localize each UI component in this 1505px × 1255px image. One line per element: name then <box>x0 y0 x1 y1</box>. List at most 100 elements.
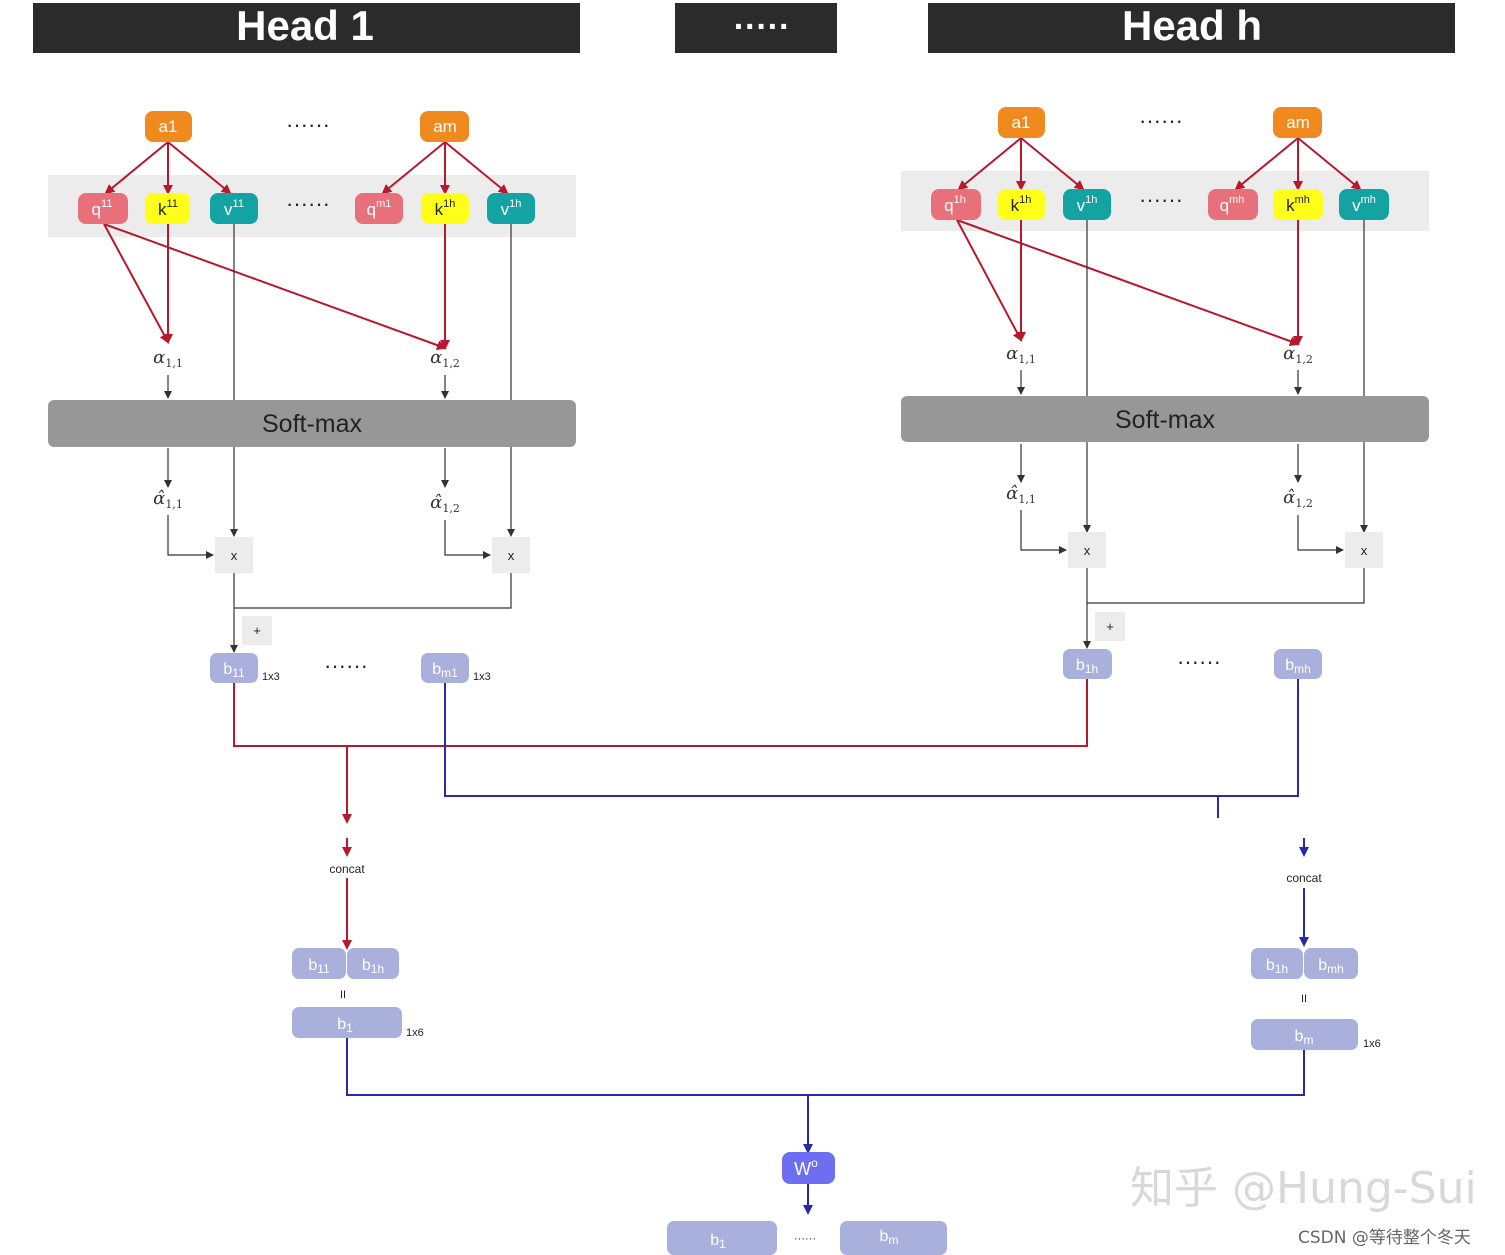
node-v1h-h-sup: 1h <box>1085 194 1097 206</box>
concat-left-result-b1: b1 <box>292 1007 402 1038</box>
node-b11-base: b <box>223 661 232 678</box>
node-q1h: q1h <box>931 189 981 220</box>
svg-text:qmh: qmh <box>1220 194 1245 215</box>
head-h-panel: a1 ······ am q1h k1h v1h ······ qmh kmh <box>901 107 1429 679</box>
svg-text:bmh: bmh <box>1318 957 1344 976</box>
alpha-1-2-sub: 1,2 <box>442 357 460 370</box>
multiply-box-2: x <box>492 537 530 573</box>
node-v11: v11 <box>210 193 258 224</box>
alpha-hat-1-2-h-sym: α̂ <box>1283 487 1295 508</box>
node-wo: Wo <box>782 1152 835 1184</box>
svg-text:b1: b1 <box>337 1016 353 1035</box>
node-wo-base: W <box>794 1159 811 1179</box>
concat-right-result-sub: m <box>1303 1033 1313 1047</box>
node-q11-sup: 11 <box>101 198 112 210</box>
node-k1h-h-sup: 1h <box>1019 194 1031 206</box>
node-a1-label: a1 <box>159 117 178 136</box>
output-b1-base: b <box>710 1232 719 1249</box>
node-bmh: bmh <box>1274 649 1322 679</box>
a-dots-h: ······ <box>1139 108 1183 133</box>
watermark-zhihu: 知乎 @Hung-Sui <box>1130 1163 1477 1214</box>
concat-right-pair-b1h-sub: 1h <box>1275 962 1288 976</box>
node-qm1: qm1 <box>355 193 403 224</box>
alpha-1-1-h-sub: 1,1 <box>1018 353 1036 366</box>
output-bm-sub: m <box>888 1233 898 1247</box>
svg-text:qm1: qm1 <box>367 198 392 219</box>
concat-left-equals: II <box>340 989 346 1001</box>
node-v1h-h-base: v <box>1077 196 1086 215</box>
softmax-block: Soft-max <box>48 400 576 447</box>
node-v11-base: v <box>224 200 233 219</box>
plus-box-h-label: + <box>1106 619 1114 634</box>
header-head-1: Head 1 <box>33 2 580 53</box>
node-b11: b11 <box>210 653 258 683</box>
concat-right: concat b1h bmh II bm 1x6 <box>1251 871 1381 1050</box>
node-v1h: v1h <box>487 193 535 224</box>
node-k1h-sup: 1h <box>443 198 455 210</box>
head-1-flow-lines <box>164 224 515 653</box>
svg-text:vmh: vmh <box>1352 194 1376 215</box>
alpha-1-2-sym: α <box>430 347 442 368</box>
multiply-box-2-label: x <box>508 548 515 563</box>
svg-text:b11: b11 <box>308 957 330 976</box>
softmax-label: Soft-max <box>262 410 363 438</box>
svg-text:Wo: Wo <box>794 1156 818 1179</box>
a-to-qkv-arrows-h <box>956 137 1362 346</box>
node-b11-sub: 11 <box>232 666 245 680</box>
alpha-hat-1-1-sym: α̂ <box>153 488 165 509</box>
alpha-1-1-h-sym: α <box>1006 343 1018 364</box>
svg-text:k1h: k1h <box>435 198 456 219</box>
alpha-hat-1-2: α̂1,2 <box>430 492 460 515</box>
node-wo-sup: o <box>811 1156 818 1170</box>
concat-right-pair-b1h-base: b <box>1266 957 1275 974</box>
svg-text:bmh: bmh <box>1285 657 1311 676</box>
plus-box: + <box>242 616 272 645</box>
concat-right-dim: 1x6 <box>1363 1038 1381 1050</box>
node-bm1: bm1 <box>421 653 469 683</box>
node-kmh-base: k <box>1286 196 1295 215</box>
node-b1h: b1h <box>1063 649 1112 679</box>
alpha-1-2-h-sym: α <box>1283 343 1295 364</box>
alpha-1-1-h: α1,1 <box>1006 343 1036 366</box>
node-b1h-base: b <box>1076 657 1085 674</box>
node-k11-sup: 11 <box>167 198 178 210</box>
concat-left-label: concat <box>329 862 365 876</box>
node-am-h-label: am <box>1286 113 1310 132</box>
concat-right-equals: II <box>1301 993 1307 1005</box>
node-bm1-sub: m1 <box>441 666 458 680</box>
node-vmh-base: v <box>1352 196 1361 215</box>
alpha-hat-1-1: α̂1,1 <box>153 488 183 511</box>
alpha-hat-1-1-h: α̂1,1 <box>1006 483 1036 506</box>
node-k1h-h-base: k <box>1011 196 1020 215</box>
node-a1-h: a1 <box>998 107 1045 138</box>
node-qmh-base: q <box>1220 196 1229 215</box>
svg-text:q11: q11 <box>92 198 113 219</box>
multiply-box-1: x <box>215 537 253 573</box>
alpha-1-1: α1,1 <box>153 347 183 370</box>
svg-text:bm: bm <box>880 1228 899 1247</box>
node-v1h-sup: 1h <box>509 198 521 210</box>
node-b1h-sub: 1h <box>1085 662 1098 676</box>
concat-right-pair-b1h: b1h <box>1251 948 1303 979</box>
svg-text:kmh: kmh <box>1286 194 1310 215</box>
concat-left-pair-b1h-base: b <box>362 957 371 974</box>
node-q11: q11 <box>78 193 128 224</box>
node-q1h-sup: 1h <box>954 194 966 206</box>
alpha-1-1-sub: 1,1 <box>165 357 183 370</box>
node-a1: a1 <box>145 111 192 142</box>
a-dots: ······ <box>286 112 330 137</box>
svg-text:v11: v11 <box>224 198 244 219</box>
concat-left-result-base: b <box>337 1016 346 1033</box>
alpha-1-2-h: α1,2 <box>1283 343 1313 366</box>
node-v1h-base: v <box>501 200 510 219</box>
header-head-1-label: Head 1 <box>236 2 374 49</box>
combine-lines <box>233 679 1309 1215</box>
concat-left: concat b11 b1h II b1 1x6 <box>292 862 424 1039</box>
svg-text:k11: k11 <box>158 198 178 219</box>
b-dots-right: ······ <box>1177 649 1221 674</box>
svg-text:b1h: b1h <box>1266 957 1288 976</box>
header-head-h-label: Head h <box>1122 2 1262 49</box>
concat-right-pair-bmh-base: b <box>1318 957 1327 974</box>
header-head-h: Head h <box>928 2 1455 53</box>
svg-text:v1h: v1h <box>1077 194 1098 215</box>
